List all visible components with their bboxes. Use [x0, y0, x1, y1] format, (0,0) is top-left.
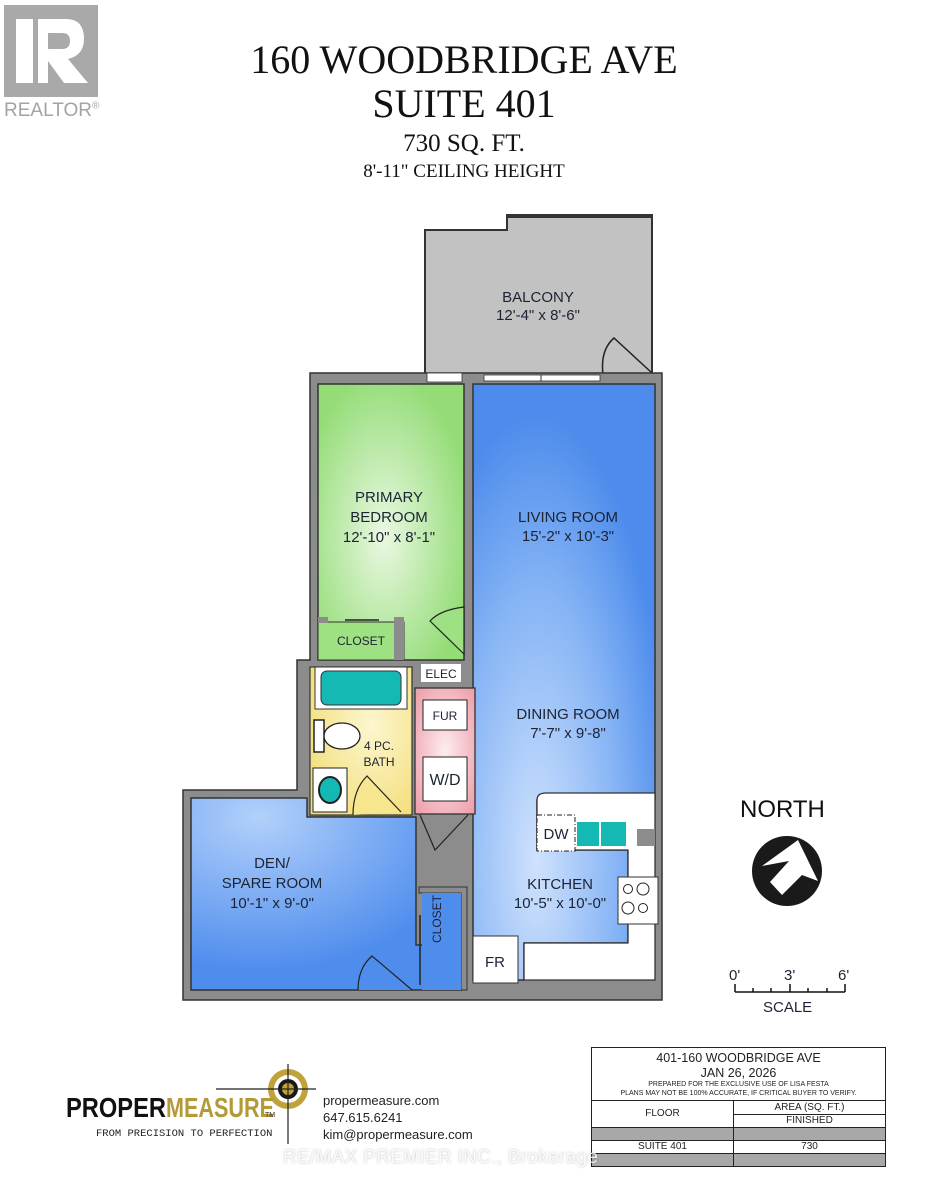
sink-basin-icon: [577, 822, 599, 846]
north-arrow-icon: [752, 836, 822, 906]
table-title: 401-160 WOODBRIDGE AVE: [656, 1051, 821, 1065]
logo-tm: TM: [265, 1112, 275, 1119]
website-link[interactable]: propermeasure.com: [323, 1093, 440, 1108]
bedroom-door: [429, 606, 465, 656]
contact-info: propermeasure.com 647.615.6241 kim@prope…: [323, 1092, 473, 1143]
table-row: SUITE 401 730: [592, 1141, 885, 1154]
title-block: 160 WOODBRIDGE AVE SUITE 401 730 SQ. FT.…: [0, 38, 928, 184]
den-spare-room: [190, 797, 463, 991]
table-note-prepared: PREPARED FOR THE EXCLUSIVE USE OF LISA F…: [648, 1081, 829, 1088]
scale-tick-0: 0': [729, 967, 740, 984]
row-floor: SUITE 401: [592, 1141, 734, 1153]
living-room-dims: 15'-2" x 10'-3": [522, 528, 614, 545]
row-area: 730: [801, 1141, 818, 1152]
kitchen-counters: [472, 792, 659, 984]
toilet-icon: [323, 722, 361, 750]
sink-basin-icon: [601, 822, 626, 846]
bedroom-closet-label: CLOSET: [337, 634, 386, 648]
col-area-header: AREA (SQ. FT.): [734, 1101, 885, 1115]
sink-icon: [318, 776, 342, 804]
address-title: 160 WOODBRIDGE AVE: [250, 37, 678, 82]
kitchen-dims: 10'-5" x 10'-0": [514, 895, 606, 912]
fridge-icon: [472, 935, 519, 984]
toilet-tank-icon: [313, 719, 325, 753]
table-note-accuracy: PLANS MAY NOT BE 100% ACCURATE, IF CRITI…: [620, 1090, 857, 1097]
stove-icon: [617, 876, 659, 925]
den-closet: [418, 886, 468, 991]
logo-proper: PROPER: [66, 1092, 166, 1123]
dining-room-label: DINING ROOM: [516, 706, 619, 723]
realtor-text: REALTOR: [4, 100, 92, 121]
suite-title: SUITE 401: [372, 81, 556, 126]
scale-tick-6: 6': [838, 967, 849, 984]
propermeasure-logo: PROPER MEASURE TM FROM PRECISION TO PERF…: [66, 1064, 316, 1149]
elec-label: ELEC: [425, 667, 457, 681]
ceiling-height: 8'-11" CEILING HEIGHT: [363, 161, 565, 182]
balcony-dims: 12'-4" x 8'-6": [496, 307, 580, 324]
table-row-blank: [592, 1154, 885, 1166]
den-door: [357, 955, 413, 991]
email-link[interactable]: kim@propermeasure.com: [323, 1127, 473, 1142]
den-label-1: DEN/: [254, 855, 291, 872]
kitchen-label: KITCHEN: [527, 876, 593, 893]
realtor-r-icon: [4, 5, 98, 97]
bath-label-1: 4 PC.: [364, 739, 394, 753]
bedroom-label-2: BEDROOM: [350, 509, 428, 526]
dw-label: DW: [544, 826, 570, 843]
living-room-label: LIVING ROOM: [518, 509, 618, 526]
col-finished-header: FINISHED: [786, 1115, 833, 1126]
bathroom: [309, 666, 413, 816]
logo-tagline: FROM PRECISION TO PERFECTION: [96, 1128, 272, 1140]
bath-label-2: BATH: [363, 755, 394, 769]
bedroom-closet: [317, 617, 405, 661]
table-row-blank: [592, 1128, 885, 1141]
registered-mark: ®: [92, 100, 100, 112]
logo-measure: MEASURE: [166, 1092, 274, 1123]
target-icon: [216, 1064, 316, 1144]
den-closet-label: CLOSET: [430, 894, 444, 943]
bedroom-dims: 12'-10" x 8'-1": [343, 529, 435, 546]
phone-number: 647.615.6241: [323, 1110, 403, 1125]
dining-room-dims: 7'-7" x 9'-8": [530, 725, 606, 742]
north-label: NORTH: [740, 796, 825, 823]
plan-info-table: 401-160 WOODBRIDGE AVE JAN 26, 2026 PREP…: [591, 1047, 886, 1167]
scale-tick-3: 3': [784, 967, 795, 984]
realtor-logo: REALTOR®: [4, 5, 100, 122]
table-date: JAN 26, 2026: [700, 1066, 777, 1080]
bedroom-label-1: PRIMARY: [355, 489, 423, 506]
wd-label: W/D: [429, 772, 460, 789]
col-floor-header: FLOOR: [592, 1101, 734, 1127]
den-label-2: SPARE ROOM: [222, 875, 323, 892]
fr-label: FR: [485, 954, 505, 971]
balcony-label: BALCONY: [502, 289, 574, 306]
den-dims: 10'-1" x 9'-0": [230, 895, 314, 912]
windows: [426, 372, 601, 383]
laundry-closet: [414, 664, 476, 852]
scale-bar: [734, 984, 846, 993]
bathtub-icon: [320, 670, 402, 706]
brokerage-watermark: RE/MAX PREMIER INC., Brokerage: [283, 1147, 599, 1168]
area-subtitle: 730 SQ. FT.: [403, 130, 525, 157]
scale-label: SCALE: [763, 999, 812, 1016]
fur-label: FUR: [433, 709, 458, 723]
